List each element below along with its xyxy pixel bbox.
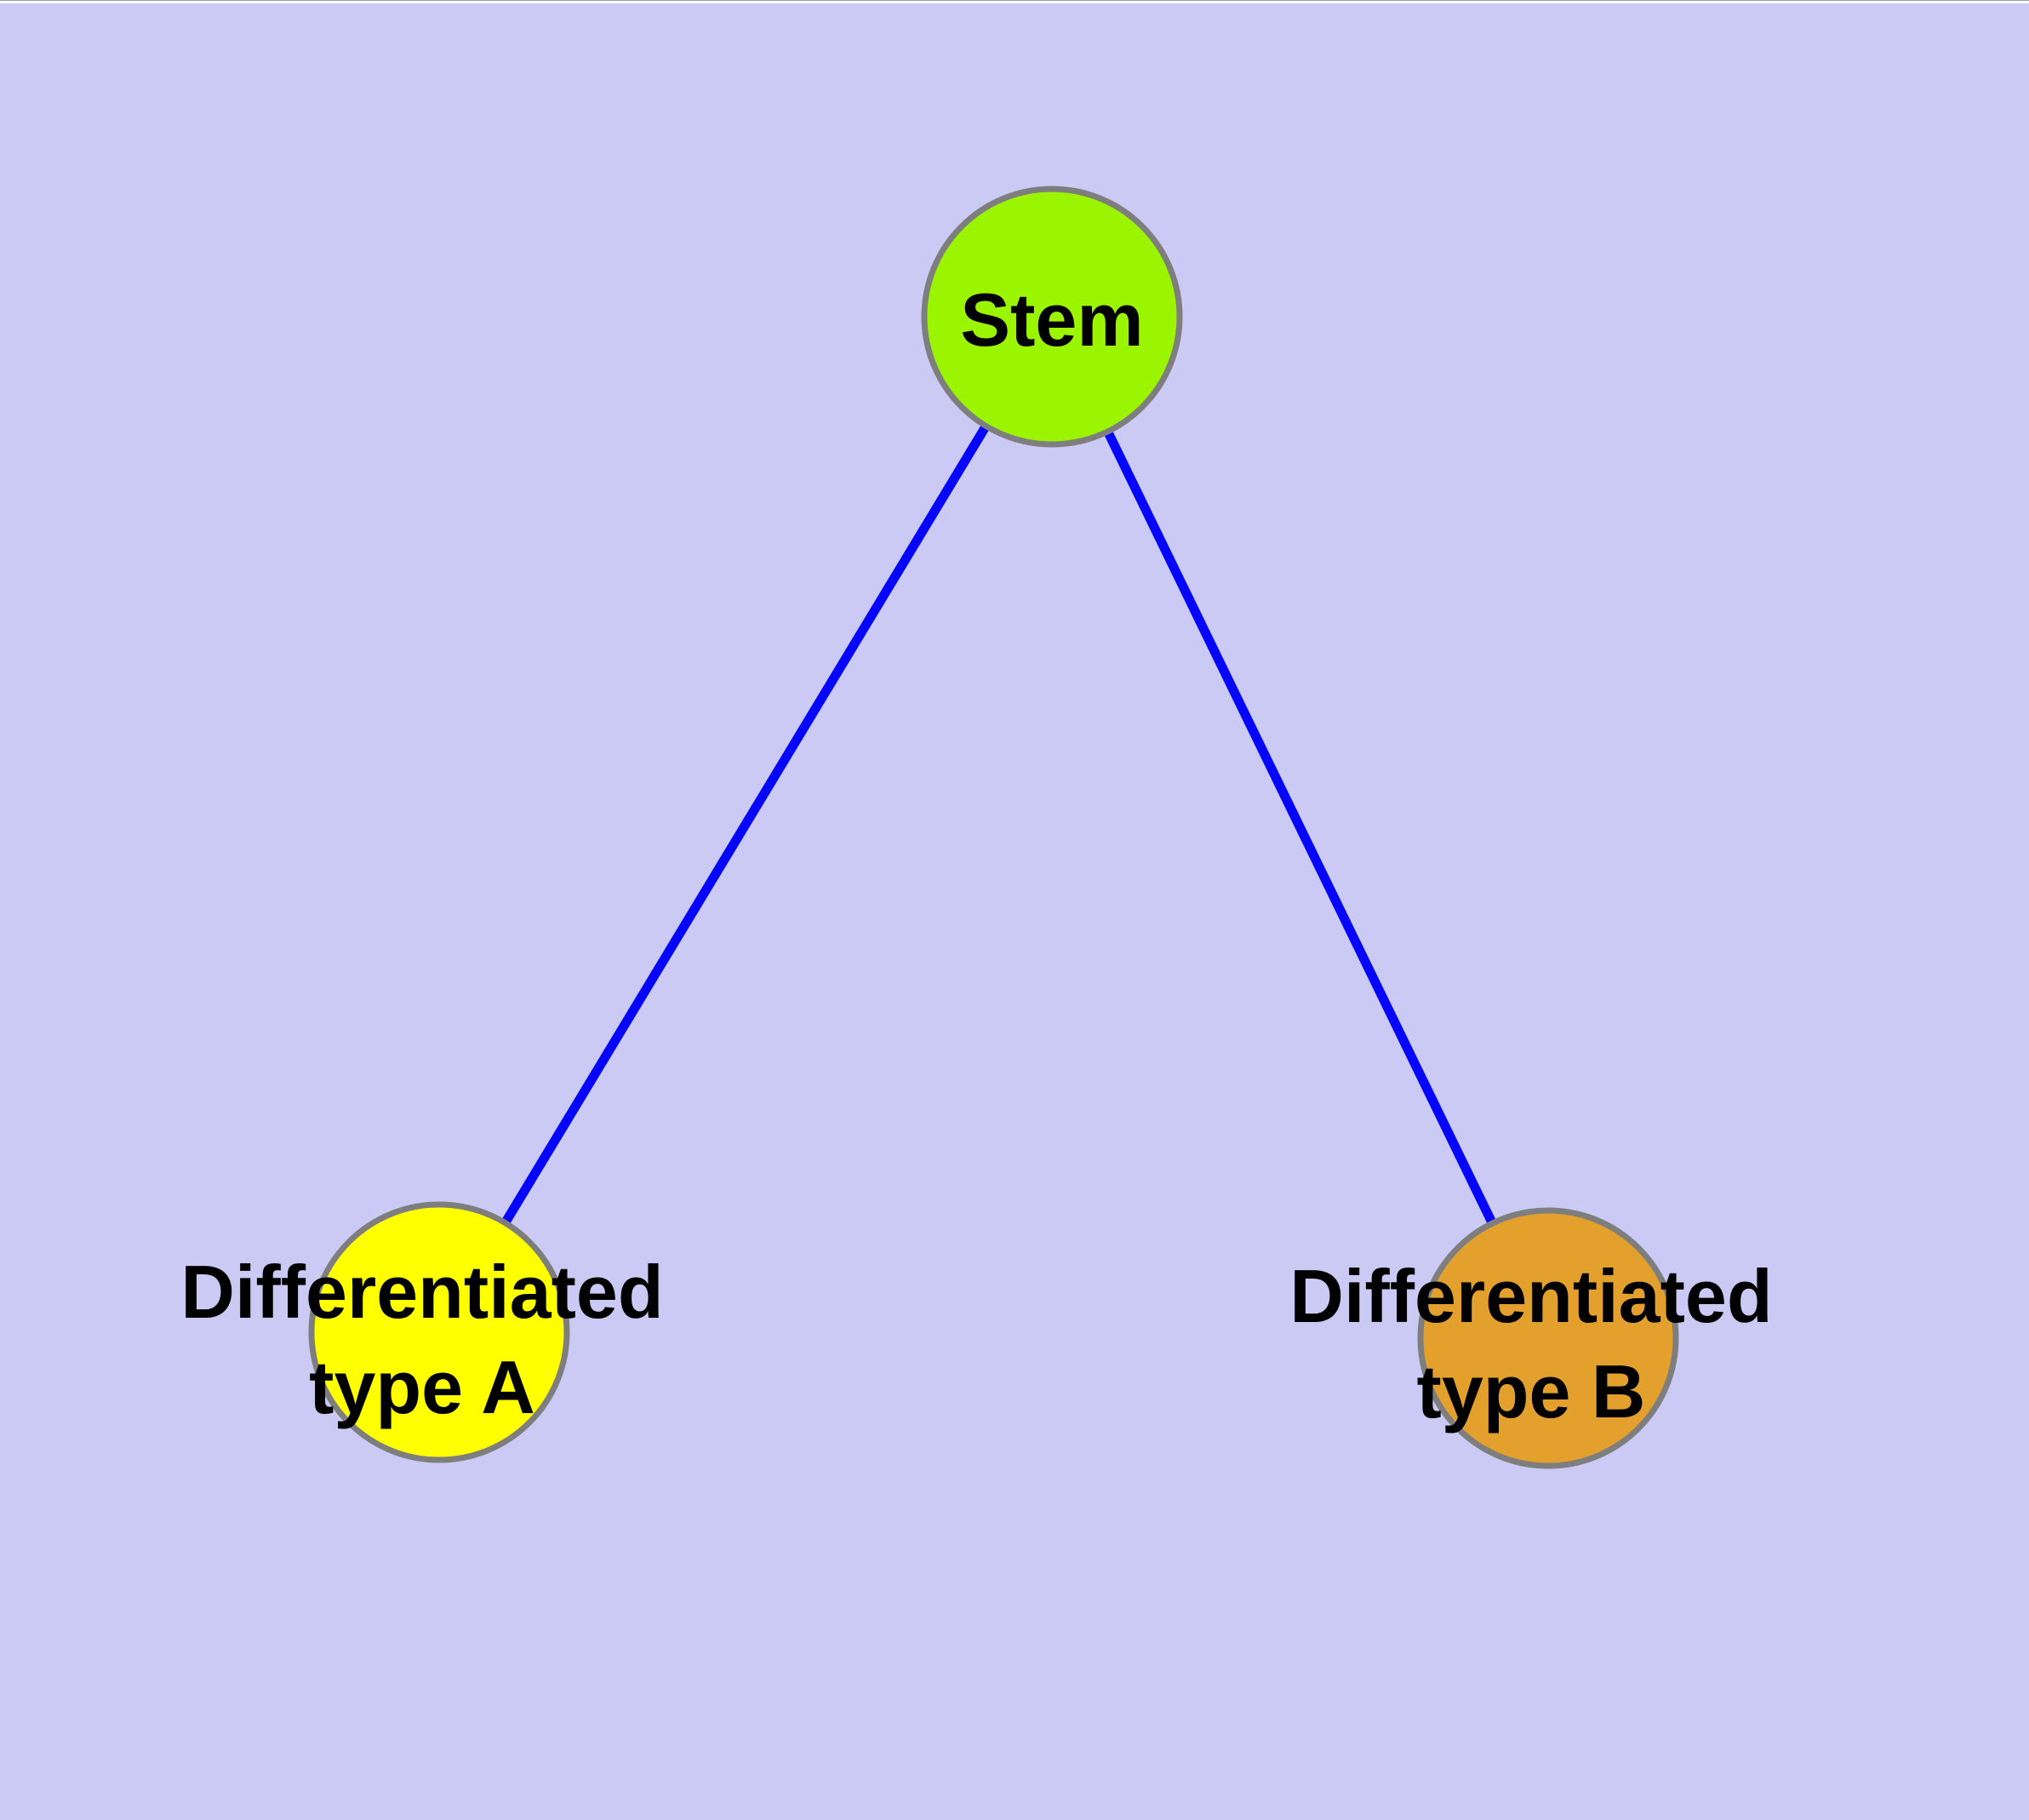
type-a-node-label-line1: Differentiated: [180, 1250, 663, 1334]
top-edge-highlight: [0, 0, 2029, 3]
type-b-node-label-line1: Differentiated: [1289, 1254, 1772, 1338]
edge-stem-to-type-a: [435, 314, 1056, 1335]
type-b-node-label-line2: type B: [1417, 1349, 1646, 1434]
node-differentiated-type-b: [1417, 1207, 1679, 1469]
node-stem: [921, 186, 1183, 448]
node-differentiated-type-a: [308, 1201, 570, 1463]
type-a-node-label-line2: type A: [309, 1345, 535, 1429]
edge-stem-to-type-b: [1048, 314, 1552, 1341]
stem-node-label: Stem: [960, 278, 1143, 362]
